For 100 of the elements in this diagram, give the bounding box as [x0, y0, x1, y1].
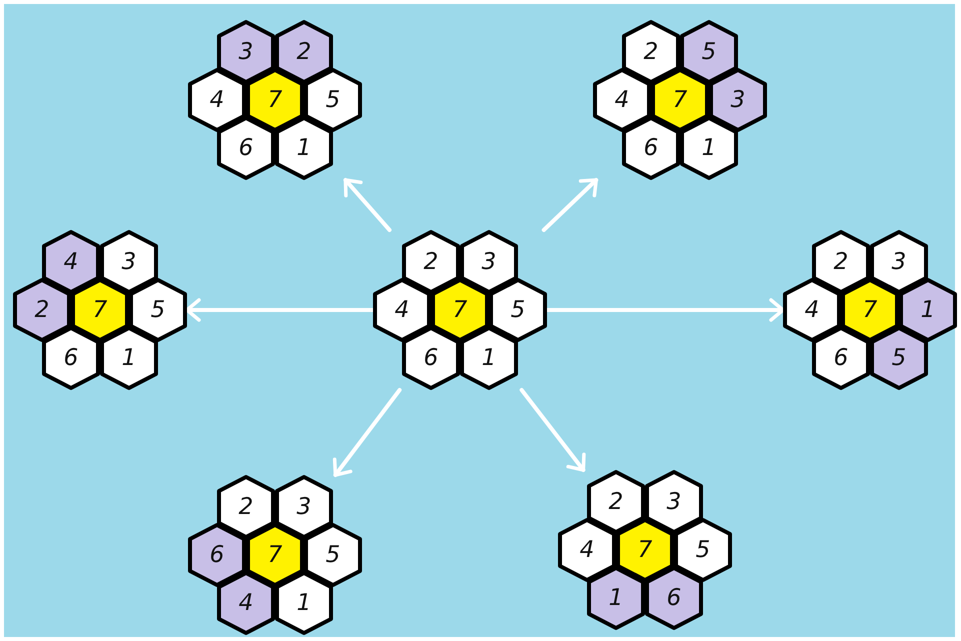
hexagon	[812, 326, 870, 390]
hexagon	[870, 230, 928, 294]
cell-number: 4	[238, 592, 254, 614]
cell-number: 7	[92, 298, 108, 322]
cell-number: 2	[34, 298, 50, 322]
hexagon	[275, 20, 333, 84]
cell-number: 2	[296, 40, 312, 64]
arrow	[185, 298, 375, 322]
hexagon	[13, 278, 71, 342]
cell-number: 3	[238, 40, 254, 64]
cell-number: 4	[580, 538, 594, 562]
cell-number: 5	[696, 538, 710, 562]
hexagon	[651, 68, 709, 132]
hexagon	[870, 326, 928, 390]
cell-number: 5	[702, 40, 716, 64]
hexagon	[402, 326, 460, 390]
cell-number: 4	[804, 298, 820, 322]
cell-number: 6	[424, 346, 438, 370]
cell-number: 7	[638, 538, 652, 562]
hexagon	[304, 523, 362, 587]
hexagon	[217, 20, 275, 84]
hexagon	[460, 230, 518, 294]
cell-number: 2	[834, 250, 848, 274]
arrow	[542, 178, 598, 232]
arrow	[343, 178, 392, 232]
hexagon	[100, 326, 158, 390]
hexagon	[42, 230, 100, 294]
arrow	[332, 388, 402, 477]
cell-number: 3	[666, 490, 682, 514]
cell-number: 7	[862, 298, 878, 322]
cell-number: 1	[122, 346, 136, 370]
hexagon	[100, 230, 158, 294]
cell-number: 6	[64, 346, 78, 370]
cell-number: 4	[614, 88, 630, 112]
hexagon	[373, 278, 431, 342]
hexagon	[587, 470, 645, 534]
cell-number: 5	[150, 298, 166, 322]
cell-number: 4	[210, 88, 224, 112]
hexagon	[275, 116, 333, 180]
hexagon	[217, 475, 275, 539]
hexagon	[680, 116, 738, 180]
cell-number: 3	[892, 250, 906, 274]
cell-number: 1	[702, 136, 716, 160]
cell-number: 2	[644, 40, 658, 64]
hexagon	[841, 278, 899, 342]
hexagon	[489, 278, 547, 342]
hexagon	[217, 116, 275, 180]
cell-number: 1	[296, 136, 312, 160]
hexagon	[680, 20, 738, 84]
cell-number: 1	[608, 586, 624, 610]
hexagon	[246, 68, 304, 132]
hexagon	[71, 278, 129, 342]
hexagon	[899, 278, 957, 342]
cell-number: 5	[510, 298, 526, 322]
hexagon	[674, 518, 732, 582]
cell-number: 7	[672, 88, 688, 112]
hexagon	[622, 116, 680, 180]
arrow	[520, 388, 586, 472]
hexagon	[402, 230, 460, 294]
cell-number: 5	[326, 88, 340, 112]
hexagon	[188, 68, 246, 132]
hexagon	[709, 68, 767, 132]
cell-number: 3	[122, 250, 136, 274]
hexagon	[460, 326, 518, 390]
cell-number: 2	[424, 250, 438, 274]
cell-number: 3	[296, 496, 312, 518]
cell-number: 7	[268, 88, 282, 112]
cell-number: 6	[834, 346, 848, 370]
cell-number: 4	[394, 298, 410, 322]
cell-number: 5	[892, 346, 906, 370]
hexagon	[616, 518, 674, 582]
hexagon	[275, 571, 333, 635]
cell-number: 6	[644, 136, 658, 160]
cell-number: 1	[920, 298, 936, 322]
cell-number: 6	[666, 586, 682, 610]
arrow	[545, 298, 785, 322]
cell-number: 4	[64, 250, 78, 274]
cell-number: 6	[238, 136, 254, 160]
hexagon	[645, 566, 703, 630]
hexagon	[645, 470, 703, 534]
hexagon	[304, 68, 362, 132]
cell-number: 5	[326, 544, 340, 566]
hexagon	[431, 278, 489, 342]
cell-number: 6	[210, 544, 224, 566]
cell-number: 7	[268, 544, 282, 566]
hexagon	[42, 326, 100, 390]
cell-number: 2	[238, 496, 254, 518]
cell-number: 1	[482, 346, 496, 370]
hexagon	[812, 230, 870, 294]
hexagon	[783, 278, 841, 342]
cell-number: 3	[482, 250, 496, 274]
hexagon	[275, 475, 333, 539]
hexagon	[129, 278, 187, 342]
hexagon	[558, 518, 616, 582]
cell-number: 3	[730, 88, 746, 112]
cell-number: 1	[296, 592, 312, 614]
hexagon	[622, 20, 680, 84]
hexagon	[593, 68, 651, 132]
hexagon	[246, 523, 304, 587]
cell-number: 7	[452, 298, 468, 322]
